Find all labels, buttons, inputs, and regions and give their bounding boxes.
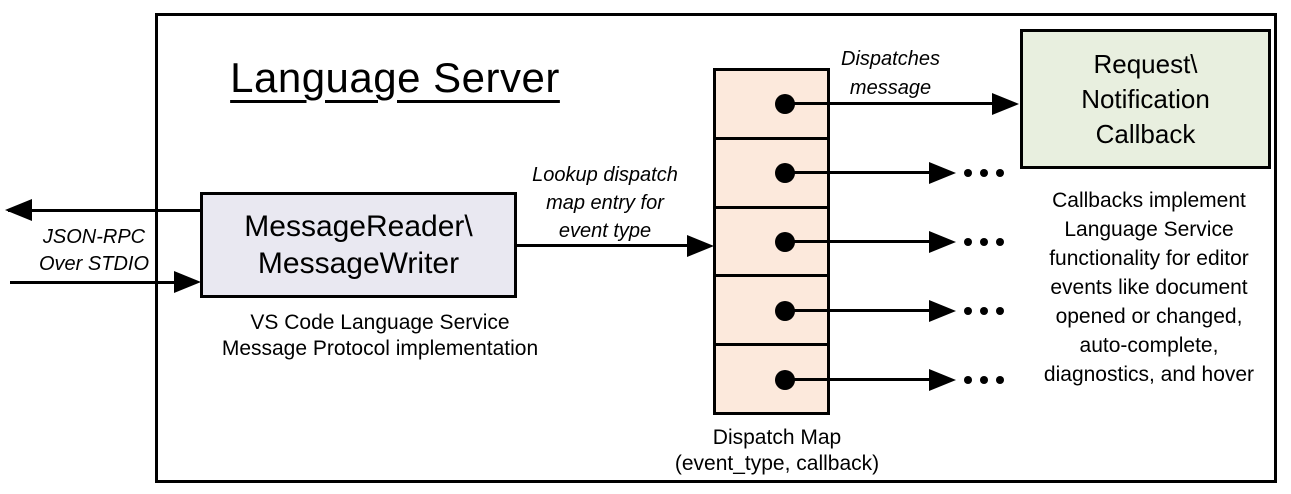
callbacks-note-line: functionality for editor [1049,247,1249,270]
dispatches-label-line1: Dispatches [841,48,940,70]
arrowhead-right-icon [929,231,956,253]
dispatches-label-line2: message [849,77,932,99]
stdio-label-line2: Over STDIO [38,253,149,275]
callback-box-line1: Request\ [1093,48,1198,79]
arrowhead-right-icon [929,300,956,322]
message-reader-writer-box: MessageReader\ MessageWriter [200,192,517,298]
lookup-label-line2: map entry for [546,192,664,214]
arrowhead-right-icon [992,93,1019,115]
callbacks-note-line: opened or changed, [1055,305,1243,328]
dispatch-arrow-line [785,240,930,243]
dispatch-map-cell [716,277,827,347]
message-box-line1: MessageReader\ [244,210,473,243]
arrowhead-right-icon [687,235,714,257]
arrowhead-left-icon [5,199,32,221]
arrowhead-right-icon [929,162,956,184]
callbacks-note-line: Language Service [1064,218,1234,241]
dispatch-map-caption-line2: (event_type, callback) [674,452,880,475]
dispatch-map-cell [716,71,827,140]
lookup-label-line1: Lookup dispatch [532,164,678,186]
ellipsis-icon [964,307,1004,315]
dispatch-entry-dot-icon [775,301,795,321]
callbacks-note-line: Callbacks implement [1052,189,1246,212]
dispatch-arrow-line [785,171,930,174]
dispatch-arrow-line [785,378,930,381]
message-box-caption-line2: Message Protocol implementation [221,337,539,360]
arrowhead-right-icon [929,369,956,391]
dispatch-map-cell [716,140,827,209]
diagram-title-text: Language Server [230,54,560,101]
dispatch-map-caption: Dispatch Map (event_type, callback) [660,425,894,477]
message-box-line2: MessageWriter [257,247,460,280]
ellipsis-icon [964,169,1004,177]
dispatch-entry-dot-icon [775,232,795,252]
dispatch-arrow-line [785,102,993,105]
dispatch-map-caption-line1: Dispatch Map [712,426,842,449]
callback-box-line2: Notification [1081,83,1210,114]
callbacks-note-line: events like document [1050,276,1248,299]
dispatch-entry-dot-icon [775,163,795,183]
callbacks-note-line: diagnostics, and hover [1043,363,1255,386]
stdio-in-arrow-line [10,281,176,284]
callback-box-line3: Callback [1095,118,1196,149]
message-box-caption-line1: VS Code Language Service [250,311,510,334]
stdio-label-line1: JSON-RPC [42,226,146,248]
dispatch-map-cell [716,209,827,278]
language-server-boundary [155,13,1277,483]
callbacks-note-line: auto-complete, [1079,334,1219,357]
dispatches-label: Dispatches message [808,45,973,103]
ellipsis-icon [964,376,1004,384]
lookup-label-line3: event type [558,220,652,242]
callbacks-note: Callbacks implement Language Service fun… [1025,186,1273,389]
dispatch-entry-dot-icon [775,370,795,390]
message-box-caption: VS Code Language Service Message Protoco… [198,310,562,362]
diagram-title: Language Server [155,54,635,102]
stdio-label: JSON-RPC Over STDIO [13,224,175,278]
dispatch-arrow-line [785,309,930,312]
dispatch-entry-dot-icon [775,94,795,114]
lookup-arrow-line [517,244,689,247]
request-notification-callback-box: Request\ Notification Callback [1020,29,1271,169]
arrowhead-right-icon [174,271,201,293]
lookup-label: Lookup dispatch map entry for event type [505,161,705,245]
ellipsis-icon [964,238,1004,246]
stdio-out-arrow-line [8,209,200,212]
